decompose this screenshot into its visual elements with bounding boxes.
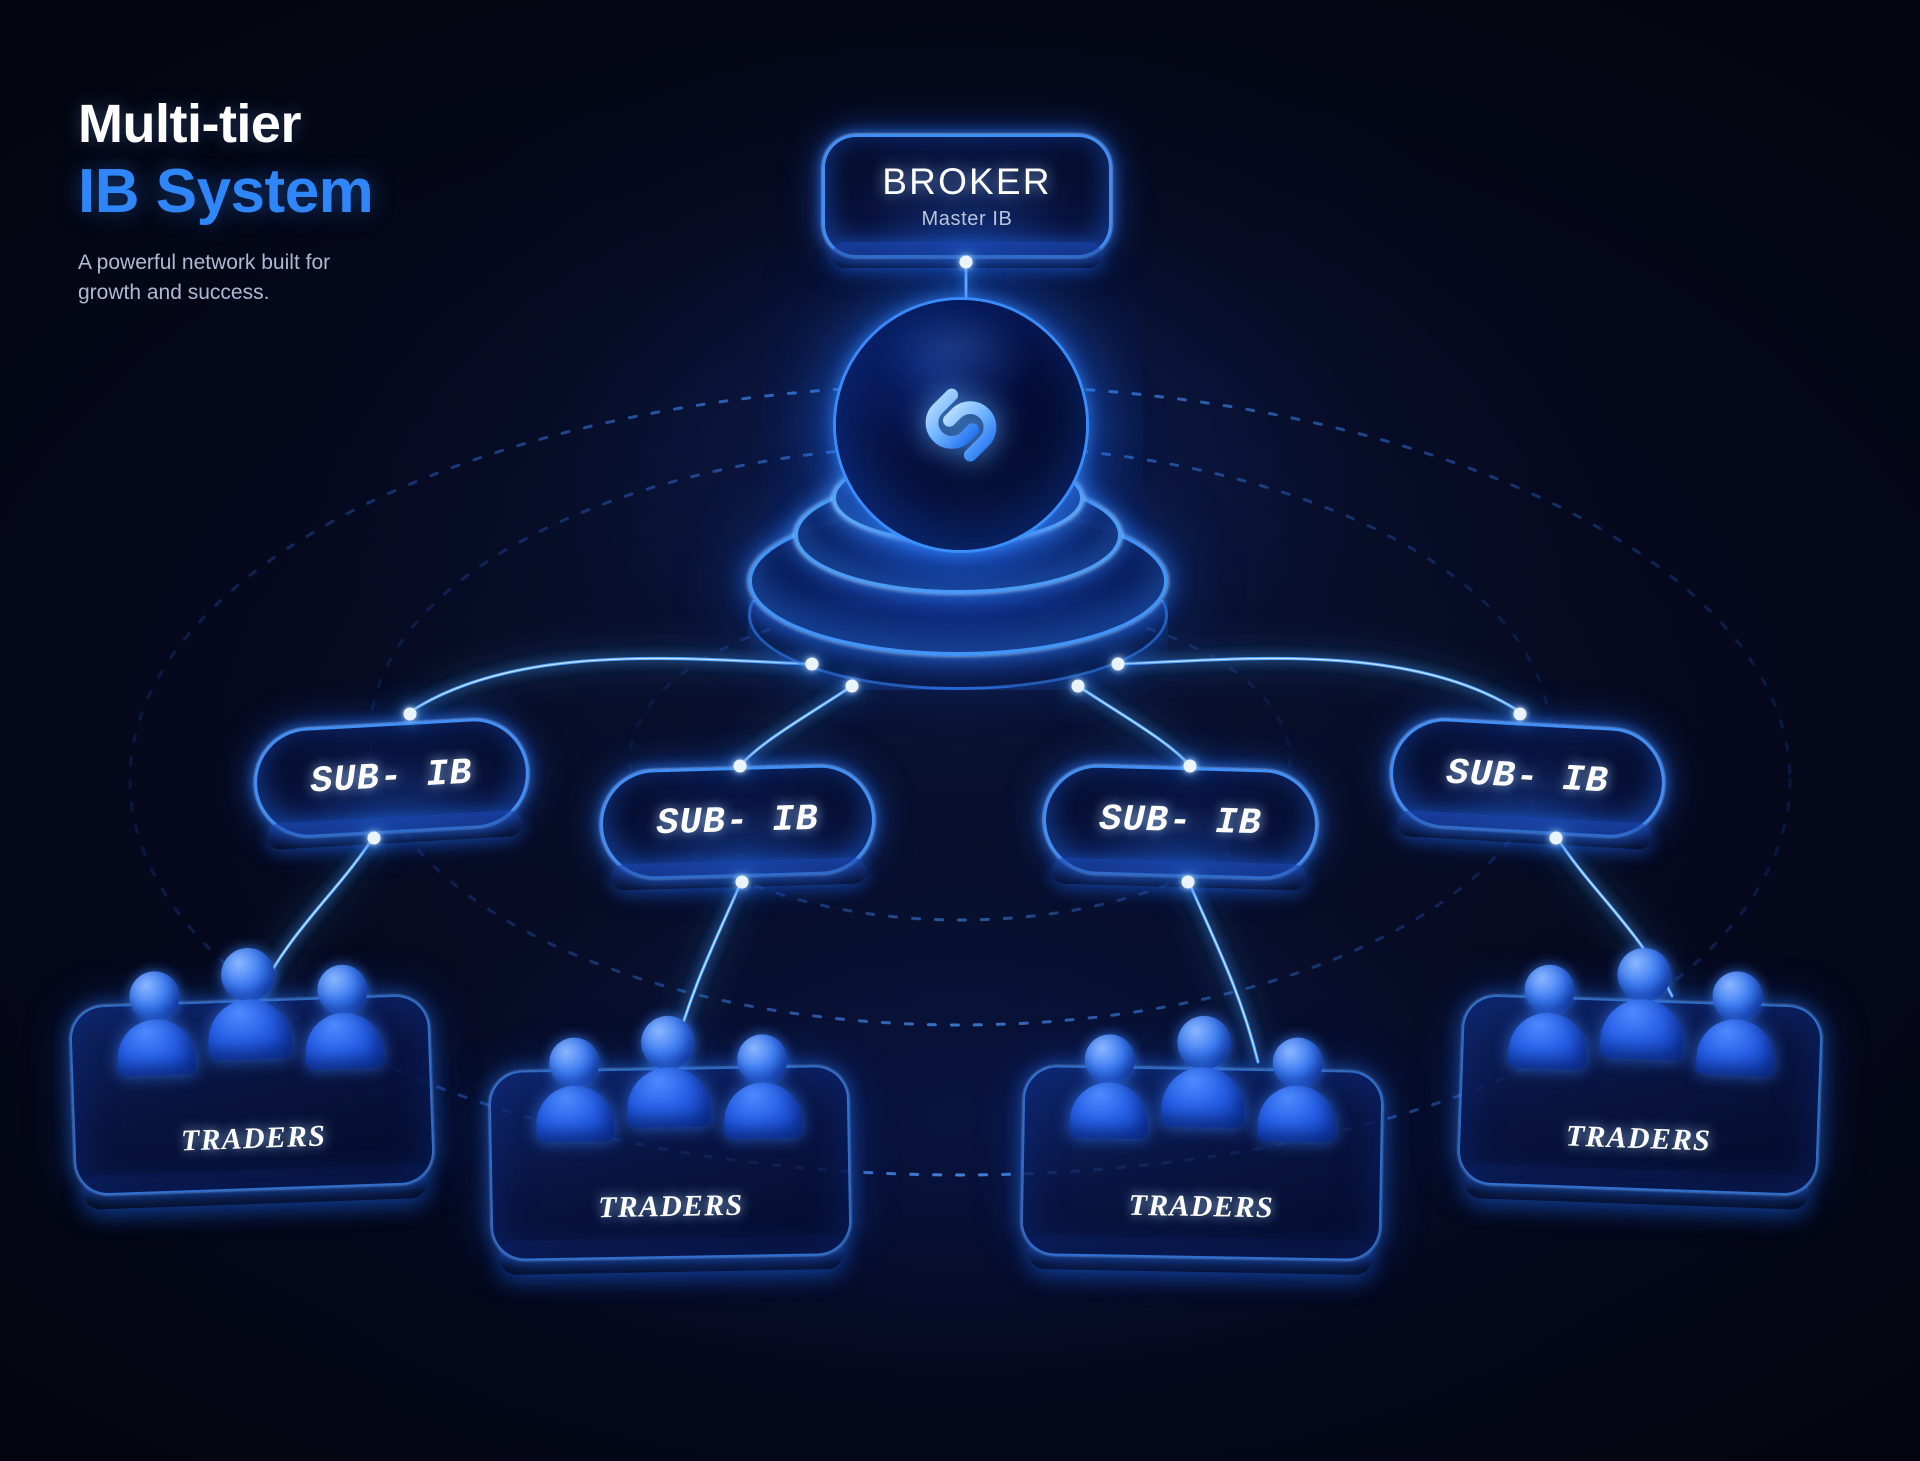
avatar-head [1084,1033,1136,1085]
title-line-2: IB System [78,156,374,226]
connector-dot-hub-right-inner [1071,679,1085,693]
trader-avatar [1156,1015,1250,1143]
node-sub-ib-3[interactable]: SUB- IB [1041,763,1320,881]
avatar-head [316,963,369,1016]
central-hub [748,300,1168,700]
trader-avatar [1691,970,1781,1091]
sub-ib-label: SUB- IB [1098,798,1263,846]
avatar-head [1272,1037,1324,1089]
connector-dot-hub-left-inner [845,679,859,693]
connector-dot-broker [959,255,973,269]
connector-dot-subib4-in [1513,707,1527,721]
traders-platform-3[interactable]: TRADERS [1020,1015,1384,1262]
avatar-body [723,1081,803,1140]
node-sub-ib-2[interactable]: SUB- IB [598,763,877,881]
trader-avatar [1065,1033,1153,1153]
avatar-body [1160,1066,1246,1128]
trader-avatar [299,963,389,1084]
trader-avatar [719,1033,807,1153]
avatar-head [1176,1015,1232,1070]
avatar-body [1599,997,1686,1061]
traders-platform-1[interactable]: TRADERS [68,947,436,1197]
node-sub-ib-4[interactable]: SUB- IB [1387,715,1668,841]
broker-subtitle: Master IB [921,208,1013,230]
avatar-body [116,1017,197,1077]
traders-label: TRADERS [1128,1188,1275,1225]
traders-avatars [488,1015,850,1157]
avatar-body [1507,1011,1588,1071]
sub-ib-label: SUB- IB [655,798,820,846]
avatar-body [206,997,293,1061]
trader-avatar [531,1037,619,1156]
connector-dot-hub-left-outer [805,657,819,671]
connector-dot-hub-right-outer [1111,657,1125,671]
connector-dot-subib1-in [403,707,417,721]
avatar-head [1711,970,1764,1023]
trader-avatar [621,1015,715,1143]
trader-avatar [1253,1037,1341,1156]
page-title-block: Multi-tier IB System A powerful network … [78,94,374,308]
traders-platform-2[interactable]: TRADERS [488,1015,852,1262]
avatar-head [1616,947,1672,1003]
connector-dot-subib3-out [1181,875,1195,889]
avatar-body [1257,1084,1337,1143]
avatar-head [220,947,276,1003]
broker-title: BROKER [882,161,1052,202]
connector-dot-subib1-out [367,831,381,845]
avatar-body [535,1084,615,1143]
traders-avatars [1022,1015,1384,1157]
avatar-head [548,1037,600,1089]
traders-avatars [1460,947,1824,1092]
trader-avatar [1503,963,1593,1084]
traders-avatars [67,947,431,1092]
trader-avatar [201,946,297,1075]
avatar-head [1523,963,1576,1016]
connector-dot-subib2-out [735,875,749,889]
avatar-body [626,1066,712,1128]
sub-ib-label: SUB- IB [1445,752,1610,804]
trader-avatar [1595,946,1691,1075]
traders-label: TRADERS [597,1188,744,1225]
hub-sphere[interactable] [836,300,1086,550]
title-line-1: Multi-tier [78,94,301,154]
connector-dot-subib4-out [1549,831,1563,845]
avatar-body [1695,1017,1776,1077]
traders-platform-4[interactable]: TRADERS [1456,947,1824,1197]
node-sub-ib-1[interactable]: SUB- IB [251,715,532,841]
avatar-body [304,1011,385,1071]
sub-ib-label: SUB- IB [309,752,474,804]
avatar-head [640,1015,696,1070]
connector-dot-subib2-in [733,759,747,773]
node-broker[interactable]: BROKER Master IB [822,134,1112,268]
connector-dot-subib3-in [1183,759,1197,773]
avatar-body [1069,1081,1149,1140]
page-subtitle: A powerful network built for growth and … [78,251,331,304]
avatar-head [736,1033,788,1085]
chain-link-icon [925,388,997,462]
avatar-head [128,970,181,1023]
trader-avatar [111,970,201,1091]
